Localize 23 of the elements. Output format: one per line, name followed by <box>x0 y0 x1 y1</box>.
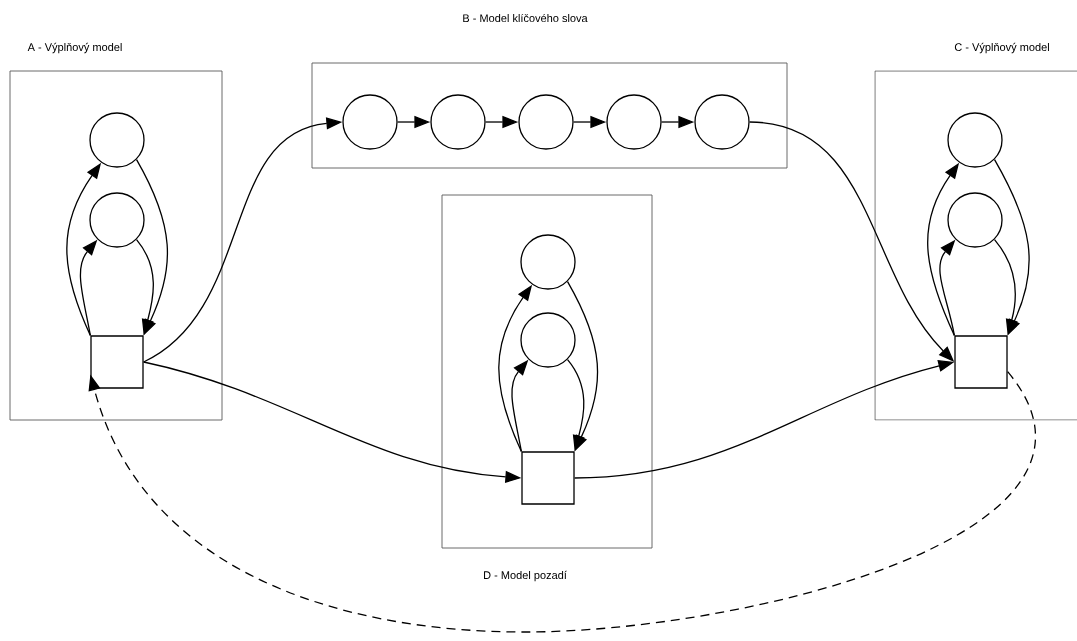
state-circle <box>520 234 576 290</box>
model-frame: B - Model klíčového slova <box>311 13 788 169</box>
state-circle <box>342 94 398 150</box>
state-circle <box>89 112 145 168</box>
state-square <box>521 451 575 505</box>
model-frame: A - Výplňový model <box>9 42 223 421</box>
state-circle <box>518 94 574 150</box>
state-square <box>90 335 144 389</box>
state-circle <box>89 192 145 248</box>
state-circle <box>694 94 750 150</box>
node-label: D - Model pozadí <box>484 570 567 582</box>
node-label: A - Výplňový model <box>27 42 122 54</box>
state-square <box>954 335 1008 389</box>
node-label: B - Model klíčového slova <box>463 13 588 23</box>
node-label: C - Výplňový model <box>954 42 1049 54</box>
state-circle <box>520 312 576 368</box>
model-frame: D - Model pozadí <box>441 194 653 582</box>
state-circle <box>947 112 1003 168</box>
state-circle <box>947 192 1003 248</box>
model-frame: C - Výplňový model <box>874 42 1077 421</box>
state-circle <box>430 94 486 150</box>
state-circle <box>606 94 662 150</box>
arrow <box>88 371 1036 633</box>
